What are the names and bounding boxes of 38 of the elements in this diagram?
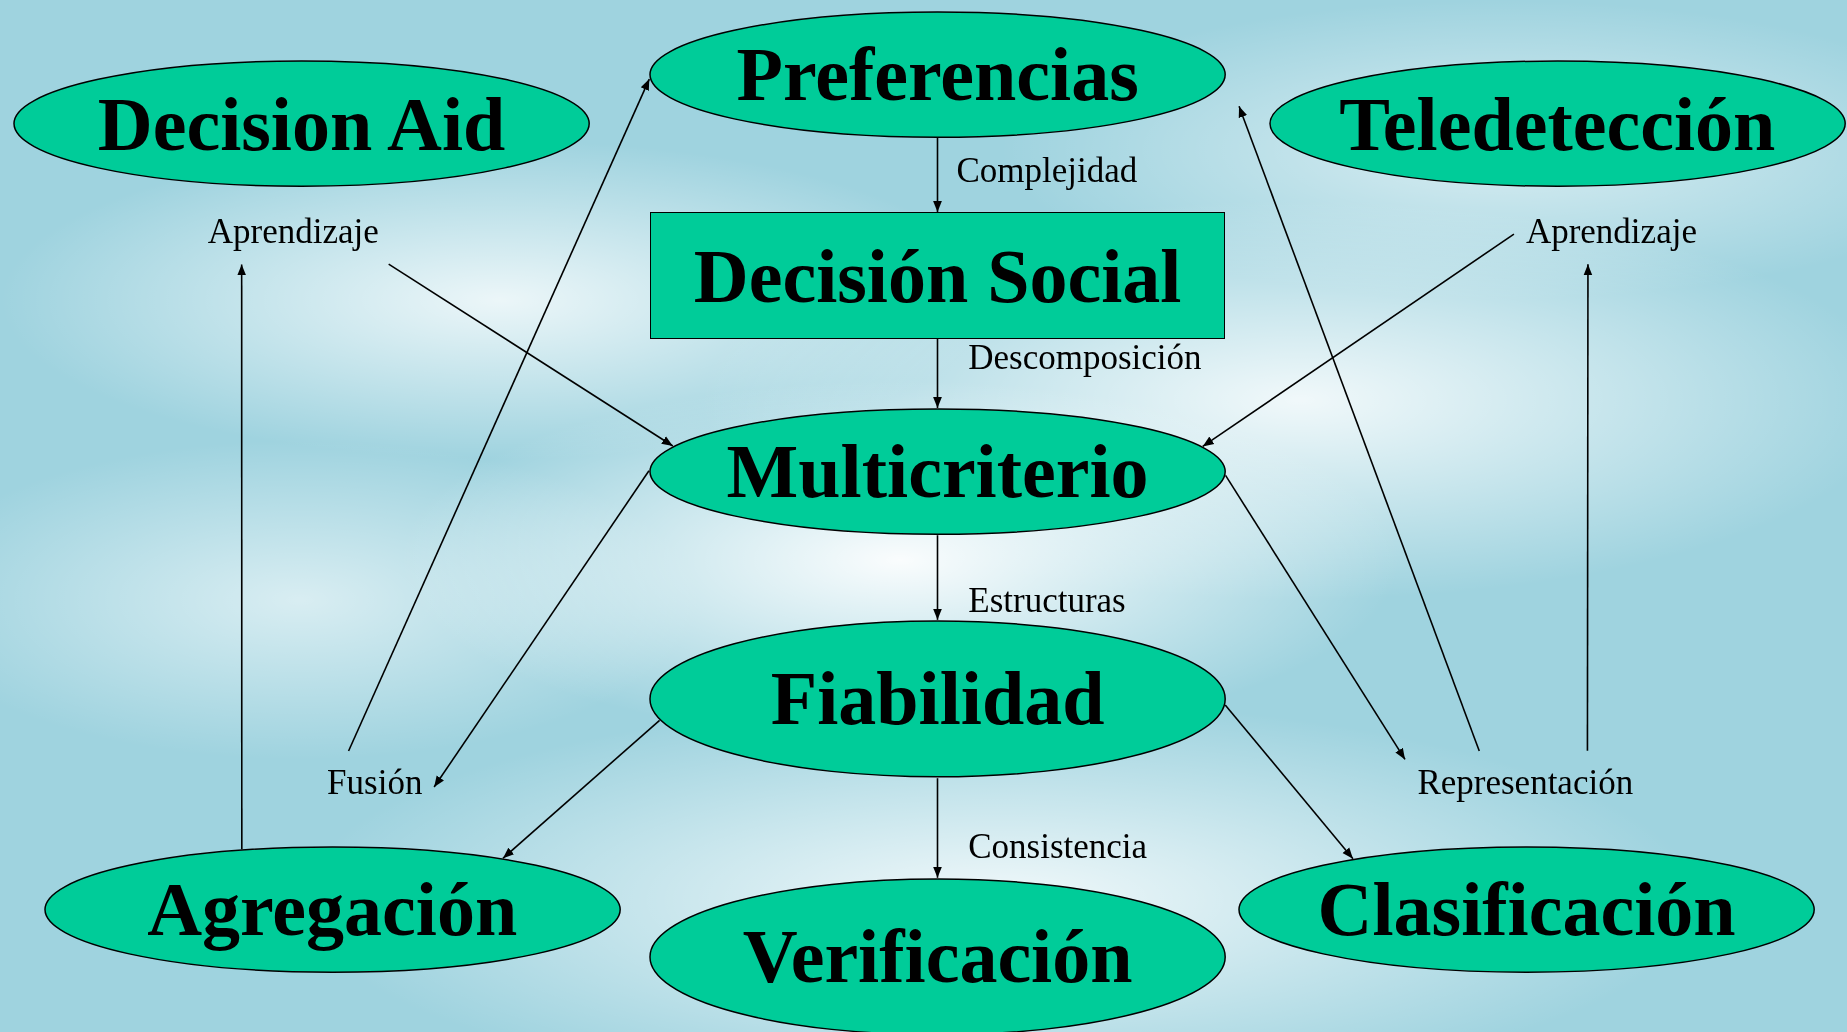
arrow [433,470,650,788]
node-title: Verificación [742,918,1133,995]
oval-node [1268,60,1846,188]
oval-node [43,845,621,973]
edge-label: Descomposición [968,338,1202,379]
arrow [1224,704,1354,860]
node-label: Fusión [327,763,423,804]
node-title: Preferencias [736,36,1139,113]
edge-label: Complejidad [956,150,1138,192]
arrow [387,263,674,447]
arrow [237,263,247,850]
edge-label: Estructuras [968,580,1126,621]
arrow [1224,474,1406,761]
oval-node [1238,845,1816,973]
arrow [502,719,661,860]
arrow [933,777,942,879]
oval-node [649,407,1227,535]
node-title: Multicriterio [726,433,1149,510]
node-label: Aprendizaje [207,212,379,253]
node-label: Aprendizaje [1525,212,1697,253]
process-box [650,212,1226,340]
oval-node [649,619,1227,778]
node-title: Clasificación [1317,871,1736,948]
arrow [347,78,651,752]
oval-node [649,10,1227,138]
arrow [1201,233,1515,448]
node-title: Fiabilidad [770,660,1105,737]
node-label: Representación [1417,763,1634,804]
arrow [933,338,942,409]
arrow [1238,105,1481,752]
node-title: Teledetección [1339,85,1776,162]
arrow [933,137,942,213]
edge-label: Consistencia [968,826,1148,868]
oval-node [12,60,591,188]
arrow [933,534,942,621]
node-title: Decision Aid [97,85,506,162]
node-title: Decisión Social [693,237,1182,314]
arrow [1583,263,1593,752]
